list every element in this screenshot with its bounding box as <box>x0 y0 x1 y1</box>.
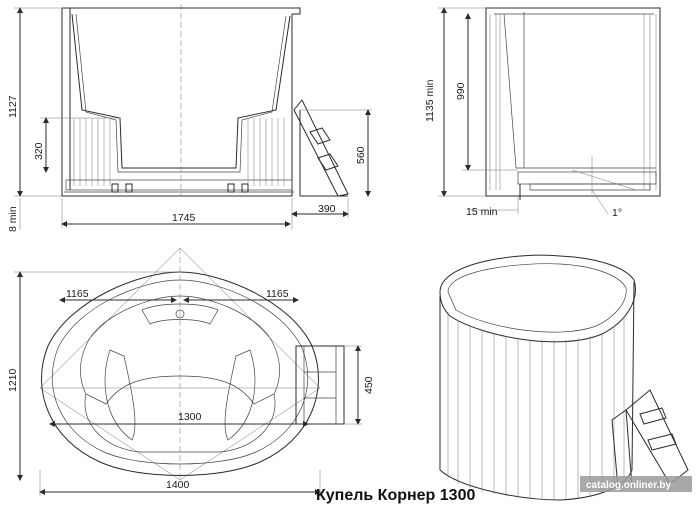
front-dim-ladder-width: 390 <box>318 203 336 215</box>
front-dim-floor: 8 min <box>7 206 19 232</box>
front-dim-width: 1745 <box>172 212 196 224</box>
top-ladder <box>295 345 345 425</box>
side-dim-height-total: 1135 min <box>424 79 436 122</box>
front-dim-ladder-height: 560 <box>355 146 367 164</box>
top-dim-side-left: 1165 <box>66 288 89 300</box>
side-dim-slope: 1° <box>612 207 622 219</box>
perspective-slats <box>447 312 625 500</box>
front-view: 1127 320 8 min 1745 390 560 <box>7 4 372 232</box>
top-dim-width: 1400 <box>166 479 190 491</box>
top-dim-side-right: 1165 <box>266 288 289 300</box>
front-dim-step: 320 <box>33 142 45 160</box>
front-dim-height: 1127 <box>7 95 19 118</box>
side-view: 1135 min 990 15 min 1° <box>424 7 661 219</box>
front-ladder <box>293 99 349 197</box>
perspective-ladder <box>611 389 689 489</box>
top-dim-inner: 1300 <box>178 411 202 423</box>
side-dim-floor: 15 min <box>466 206 498 218</box>
top-dim-depth: 1210 <box>7 368 19 392</box>
top-dim-ladder: 450 <box>363 376 375 394</box>
side-slats <box>489 14 657 190</box>
front-slats <box>73 118 285 186</box>
top-view: 1165 1165 1210 1300 1400 450 <box>7 247 375 496</box>
watermark-text: catalog.onliner.by <box>586 480 671 491</box>
watermark-bg <box>580 476 692 492</box>
side-dim-height-inner: 990 <box>455 82 467 100</box>
drawing-title: Купель Корнер 1300 <box>316 487 475 504</box>
perspective-view <box>439 254 689 501</box>
